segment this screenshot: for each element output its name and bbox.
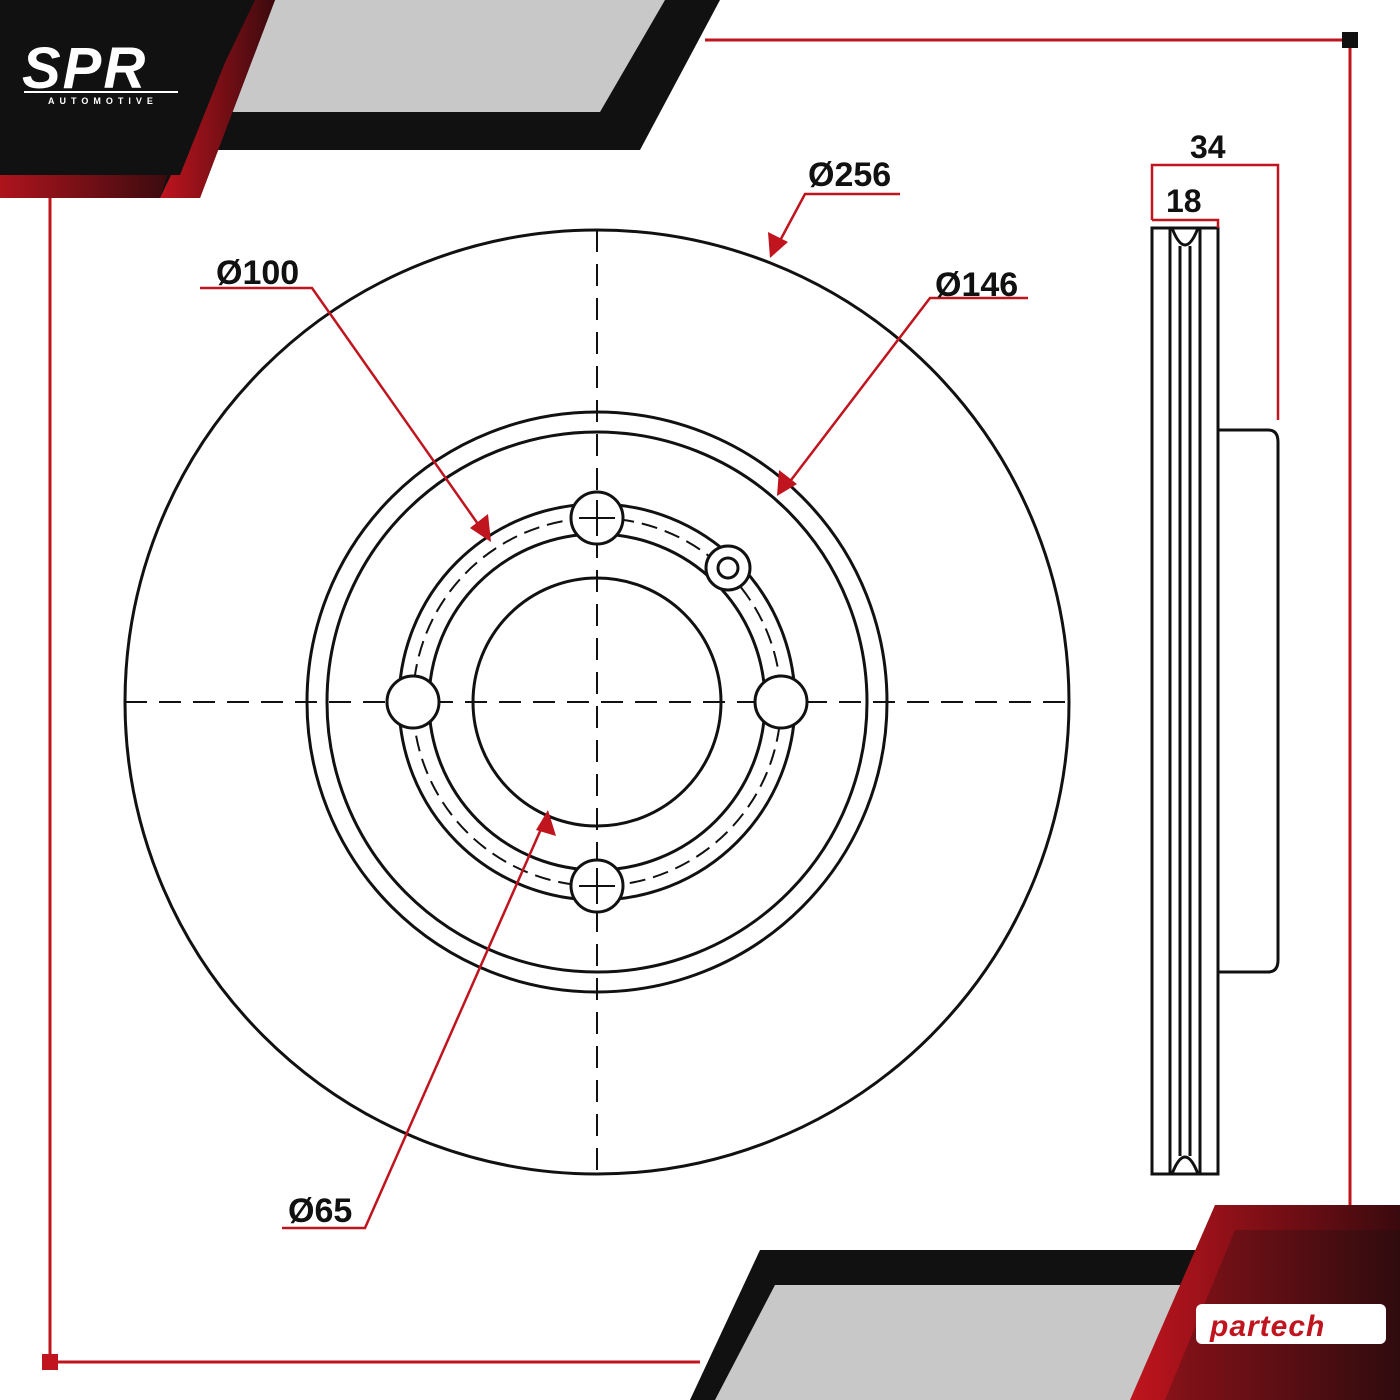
center-bore-label: Ø65 [288, 1192, 352, 1230]
bolt-holes [385, 490, 809, 914]
side-dimension-lines [1150, 163, 1280, 420]
center-lines [125, 230, 1069, 1174]
spr-logo-subtitle: AUTOMOTIVE [48, 96, 158, 106]
partech-logo-text: partech [1209, 1310, 1325, 1343]
spr-logo: SPR AUTOMOTIVE [22, 36, 178, 106]
hat-outer-edge [325, 430, 869, 974]
frame-corner-marker-top-right [1342, 32, 1358, 48]
bolt-hole-crosshairs [579, 500, 615, 904]
locating-hole-inner [716, 556, 740, 580]
header-banner [0, 0, 720, 198]
bolt-hole-left [385, 674, 441, 730]
spr-logo-text: SPR [22, 36, 147, 101]
frame-corner-marker-bottom-left [42, 1354, 58, 1370]
footer-banner [690, 1205, 1400, 1400]
dimension-arrowheads [470, 232, 797, 836]
disc-side-view [1150, 226, 1280, 1176]
hat-profile [1218, 428, 1280, 974]
outer-diameter-label: Ø256 [808, 156, 891, 194]
dimension-leaders [200, 192, 1028, 1230]
bolt-hole-right [753, 674, 809, 730]
partech-logo: partech [1196, 1304, 1386, 1344]
friction-inner-diameter-label: Ø146 [935, 266, 1018, 304]
total-height-label: 34 [1190, 129, 1226, 165]
disc-thickness-label: 18 [1166, 183, 1202, 219]
drawing-frame [48, 38, 1352, 1364]
bolt-circle-label: Ø100 [216, 254, 299, 292]
